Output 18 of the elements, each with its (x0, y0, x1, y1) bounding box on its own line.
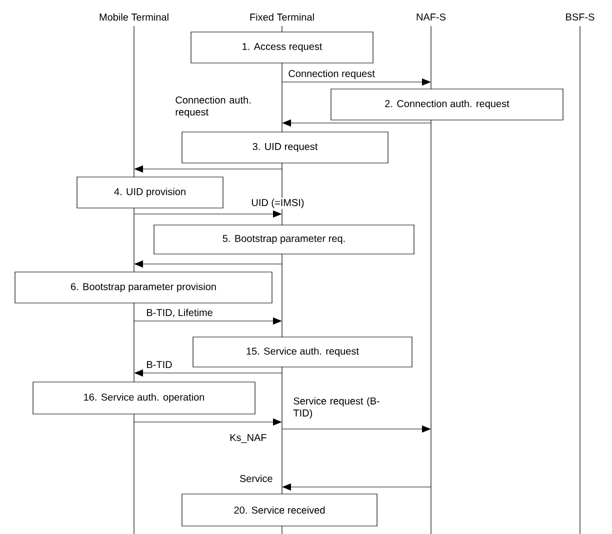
edge-label: Connection auth. request (174, 95, 256, 119)
edge-label: UID (=IMSI) (250, 198, 306, 210)
edge-label: B-TID, Lifetime (145, 308, 214, 318)
step-box: 1. Access request (190, 32, 374, 64)
edge-label: B-TID (145, 360, 174, 369)
step-box: 16. Service auth. operation (32, 382, 256, 414)
edge-label: Service request (B-TID) (292, 396, 390, 420)
edge-label: Ks_NAF (228, 433, 268, 444)
step-box: 6. Bootstrap parameter provision (14, 272, 272, 304)
edge-label: Service (238, 474, 274, 484)
step-box: 5. Bootstrap parameter req. (154, 224, 414, 254)
step-box: 15. Service auth. request (192, 336, 412, 368)
step-box: 2. Connection auth. request (330, 88, 564, 120)
lifeline: BSF-S (566, 13, 594, 534)
step-box: 20. Service received (182, 494, 378, 526)
step-box: 3. UID request (182, 132, 388, 164)
step-box: 4. UID provision (76, 176, 224, 208)
edge-label: Connection request (287, 68, 376, 80)
